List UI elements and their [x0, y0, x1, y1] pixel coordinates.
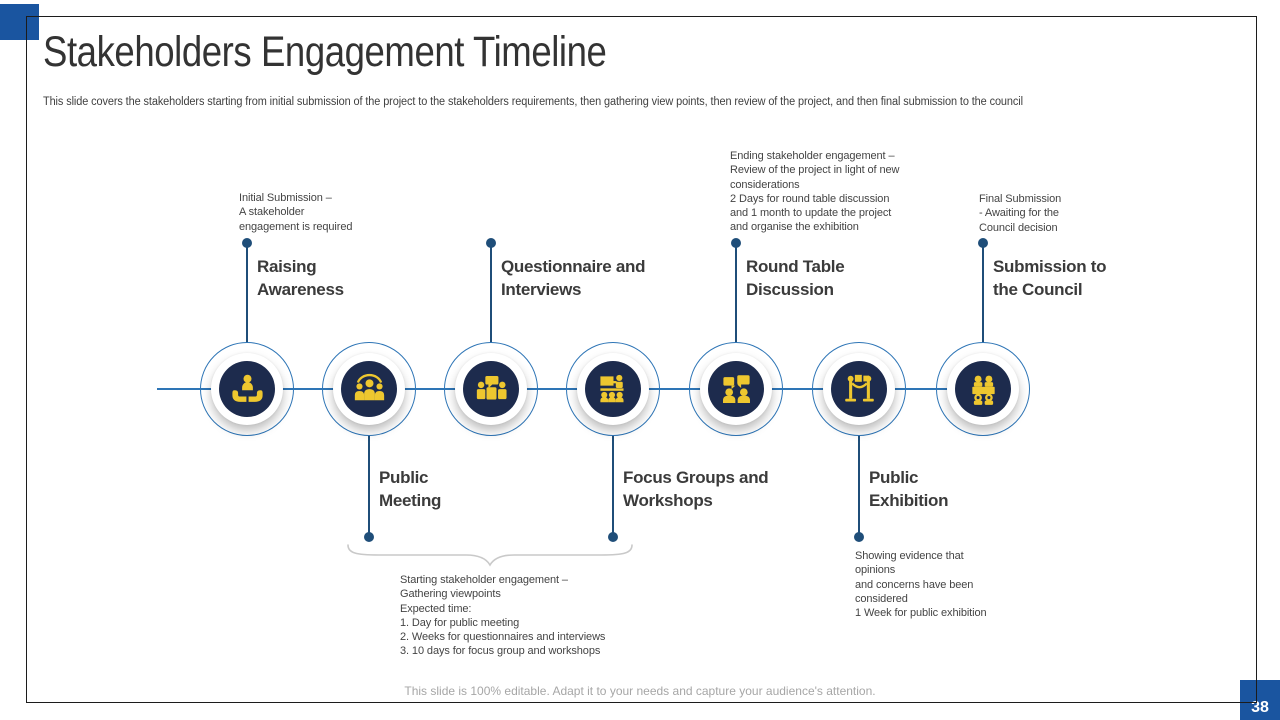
connector-line — [612, 436, 614, 533]
connector-line — [735, 244, 737, 343]
connector-dot — [608, 532, 618, 542]
connector-line — [490, 244, 492, 343]
top-left-accent-square — [0, 4, 39, 40]
hands-holding-person-icon — [231, 374, 263, 402]
connector-line — [858, 436, 860, 533]
node-outer-ring — [322, 342, 416, 436]
interview-speech-bubble-icon — [476, 375, 507, 400]
node-outer-ring — [200, 342, 294, 436]
annotation-initial-submission: Initial Submission – A stakeholder engag… — [239, 192, 353, 233]
node-circle — [341, 361, 397, 417]
connector-line — [368, 436, 370, 533]
brace-bracket — [347, 544, 633, 567]
discussion-bubbles-icon — [722, 374, 750, 403]
node-outer-ring — [812, 342, 906, 436]
exhibition-stanchion-icon — [844, 374, 874, 401]
annotation-starting-engagement: Starting stakeholder engagement – Gather… — [400, 574, 606, 658]
meeting-people-icon — [354, 373, 384, 400]
node-label: Public Meeting — [379, 468, 442, 510]
annotation-ending-engagement: Ending stakeholder engagement – Review o… — [730, 150, 900, 234]
node-circle — [831, 361, 887, 417]
node-circle — [219, 361, 275, 417]
annotation-final-submission: Final Submission - Awaiting for the Coun… — [979, 193, 1062, 234]
node-label: Questionnaire and Interviews — [501, 257, 646, 299]
node-outer-ring — [689, 342, 783, 436]
node-outer-ring — [444, 342, 538, 436]
workshop-presentation-icon — [599, 374, 624, 402]
node-label: Public Exhibition — [869, 468, 949, 510]
connector-dot — [364, 532, 374, 542]
node-label: Raising Awareness — [257, 257, 344, 299]
node-outer-ring — [936, 342, 1030, 436]
annotation-showing-evidence: Showing evidence that opinions and conce… — [855, 550, 987, 620]
page-number: 38 — [1251, 699, 1269, 716]
node-circle — [585, 361, 641, 417]
page-title: Stakeholders Engagement Timeline — [43, 28, 607, 76]
connector-dot — [242, 238, 252, 248]
page-number-box: 38 — [1240, 680, 1280, 720]
node-circle — [708, 361, 764, 417]
council-table-icon — [971, 375, 995, 405]
node-label: Round Table Discussion — [746, 257, 845, 299]
node-circle — [955, 361, 1011, 417]
connector-dot — [731, 238, 741, 248]
footer-note: This slide is 100% editable. Adapt it to… — [404, 684, 876, 698]
node-label: Focus Groups and Workshops — [623, 468, 769, 510]
slide-description: This slide covers the stakeholders start… — [43, 96, 1023, 108]
node-outer-ring — [566, 342, 660, 436]
node-label: Submission to the Council — [993, 257, 1107, 299]
connector-dot — [978, 238, 988, 248]
connector-line — [246, 244, 248, 343]
connector-dot — [486, 238, 496, 248]
node-circle — [463, 361, 519, 417]
connector-dot — [854, 532, 864, 542]
connector-line — [982, 244, 984, 343]
